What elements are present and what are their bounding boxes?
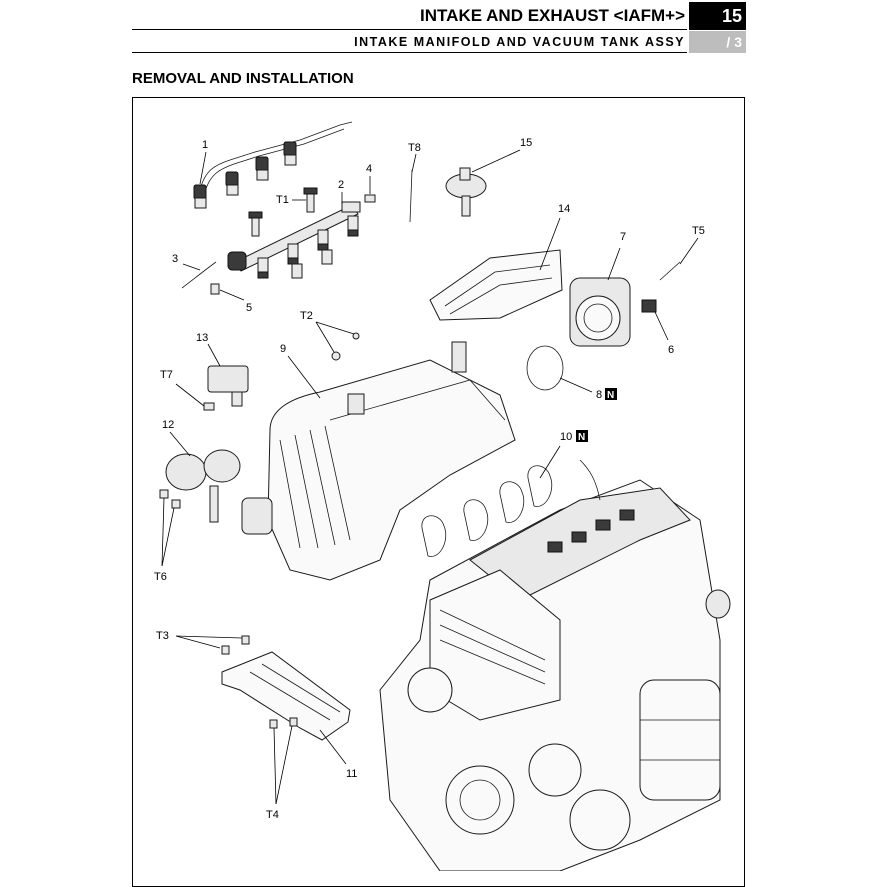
new-part-badge	[576, 430, 588, 442]
callout-14: 14	[558, 203, 570, 215]
section-subtitle: INTAKE MANIFOLD AND VACUUM TANK ASSY	[132, 31, 687, 53]
new-part-badge	[605, 388, 617, 400]
callout-11: 11	[346, 768, 357, 780]
callout-15: 15	[520, 137, 532, 149]
callout-13: 13	[196, 332, 208, 344]
callout-8: 8	[596, 389, 602, 401]
callout-7: 7	[620, 231, 626, 243]
callout-1: 1	[202, 139, 208, 151]
t5-bolt	[659, 261, 681, 281]
hose-part	[181, 261, 217, 289]
chapter-number-badge: 15	[689, 2, 746, 30]
sensor-part	[641, 299, 657, 313]
leader-lines	[161, 149, 699, 805]
callout-t7: T7	[160, 369, 173, 381]
callout-6: 6	[668, 344, 674, 356]
callout-t2: T2	[300, 310, 313, 322]
fuel-rail-part	[227, 201, 361, 279]
t1-bolts	[248, 187, 318, 237]
t8-stud	[409, 169, 413, 223]
throttle-body-part	[569, 277, 631, 347]
callout-labels: 1 2 3 4 5 6 7 8 N 9 10 N 11 12 13 14 15 …	[154, 137, 705, 821]
vacuum-tank-part	[429, 249, 563, 321]
map-sensor-mount	[231, 391, 243, 407]
new-part-badge-text: N	[578, 432, 585, 443]
callout-2: 2	[338, 179, 344, 191]
callout-t5: T5	[692, 225, 705, 237]
vacuum-valve-part	[445, 167, 487, 217]
callout-10: 10	[560, 431, 572, 443]
new-part-badge-text: N	[607, 390, 614, 401]
callout-t6: T6	[154, 571, 167, 583]
t2-nut	[331, 351, 341, 361]
callout-12: 12	[162, 419, 174, 431]
t3-bolt	[241, 635, 250, 645]
t4-bolt	[289, 717, 298, 727]
section-heading: REMOVAL AND INSTALLATION	[132, 70, 354, 87]
t6-bolt	[171, 499, 181, 509]
injector-harness-part	[193, 121, 353, 209]
gasket-ring-part	[526, 345, 564, 391]
callout-3: 3	[172, 253, 178, 265]
callout-9: 9	[280, 343, 286, 355]
manifold-gaskets-part	[421, 465, 553, 557]
iafm-actuator-part	[165, 449, 241, 523]
t2-nut	[352, 332, 360, 340]
clip-part	[364, 194, 376, 203]
t6-bolt	[159, 489, 169, 499]
intake-manifold-part	[241, 341, 516, 581]
map-sensor-part	[207, 365, 249, 393]
page-number: / 3	[689, 31, 746, 53]
callout-t4: T4	[266, 809, 279, 821]
t4-bolt	[269, 719, 278, 729]
chapter-title: INTAKE AND EXHAUST <IAFM+>	[132, 2, 687, 30]
callout-5: 5	[246, 302, 252, 314]
t3-bolt	[221, 645, 230, 655]
bracket-part	[221, 651, 351, 741]
callout-t8: T8	[408, 142, 421, 154]
callout-t3: T3	[156, 630, 169, 642]
callout-4: 4	[366, 163, 372, 175]
callout-t1: T1	[276, 194, 289, 206]
t7-bolt	[203, 402, 215, 411]
small-fitting-part	[210, 283, 220, 295]
engine-assembly-part	[379, 459, 731, 871]
